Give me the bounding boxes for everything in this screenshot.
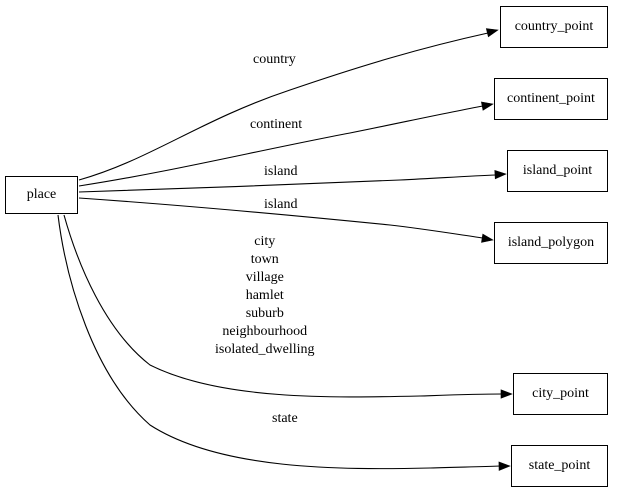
node-continent-point-label: continent_point	[507, 91, 595, 106]
node-island-polygon-label: island_polygon	[507, 235, 595, 250]
node-continent-point[interactable]: continent_point	[494, 78, 608, 120]
node-country-point-label: country_point	[514, 19, 594, 34]
edge-label-state: state	[272, 411, 298, 426]
edge-label-city-types: city town village hamlet suburb neighbou…	[215, 234, 315, 357]
node-state-point-label: state_point	[528, 458, 591, 473]
edge-label-continent: continent	[250, 117, 303, 132]
node-city-point[interactable]: city_point	[513, 373, 608, 415]
edge-label-country: country	[253, 52, 296, 67]
edge-label-island-polygon: island	[264, 197, 298, 212]
node-place[interactable]: place	[5, 176, 78, 214]
node-state-point[interactable]: state_point	[511, 445, 608, 487]
node-place-label: place	[26, 187, 57, 202]
node-country-point[interactable]: country_point	[500, 6, 608, 48]
node-island-point-label: island_point	[522, 163, 593, 178]
node-city-point-label: city_point	[532, 386, 589, 401]
node-island-point[interactable]: island_point	[507, 150, 608, 192]
node-island-polygon[interactable]: island_polygon	[494, 222, 608, 264]
edge-label-island-point: island	[264, 164, 298, 179]
